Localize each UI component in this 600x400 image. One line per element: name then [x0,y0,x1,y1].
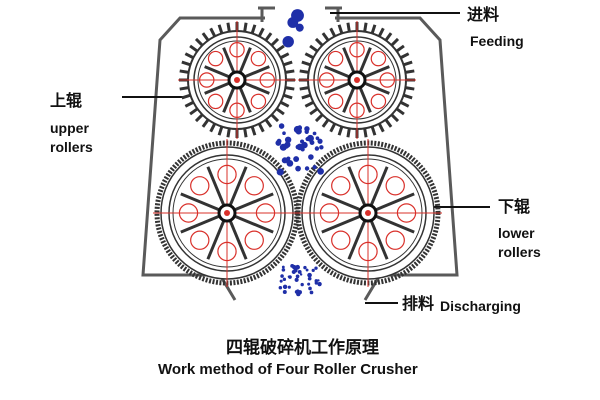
material-particle [282,284,288,290]
material-particle [291,9,304,22]
material-particle [287,275,291,278]
caption-en: Work method of Four Roller Crusher [158,361,418,378]
discharging-label-en: Discharging [440,298,521,314]
material-particle [281,265,285,269]
lower-right-roller [294,139,442,287]
upper-label-cn: 上辊 [50,91,83,110]
material-particle [294,277,299,282]
material-particle [307,272,312,278]
material-particle [282,131,286,136]
feeding-label-cn: 进料 [467,5,500,24]
material-particle [295,144,301,150]
material-particle [299,273,303,276]
material-particle [312,165,317,170]
material-particle [282,289,287,294]
material-particle [282,35,294,48]
material-particle [275,140,282,146]
material-particle [295,23,304,32]
upper-label-en1: upper [50,120,89,136]
material-particle [286,159,294,167]
upper-left-roller [178,21,296,139]
material-particle [295,264,300,270]
material-particle [311,268,315,272]
material-particle [312,131,317,136]
material-particle [281,268,286,272]
material-particle [319,145,324,150]
material-particle [280,274,284,278]
material-particle [282,277,287,282]
material-particle [295,165,301,172]
material-particle [291,264,295,268]
material-particle [278,285,283,290]
upper-label-en2: rollers [50,139,93,155]
material-particle [304,166,310,171]
material-particle [304,129,309,135]
material-particle [315,136,320,141]
material-particle [307,282,311,286]
material-particle [308,286,312,291]
material-particle [314,281,318,285]
material-particle [308,154,314,160]
material-particle [314,146,320,151]
material-particle [317,167,324,175]
material-particle [318,283,322,287]
material-particle [287,285,291,289]
material-particle [294,289,299,294]
material-particle [293,156,300,163]
material-particle [291,269,296,275]
material-particle [306,134,314,142]
material-particle [314,266,318,270]
material-particle [307,276,312,281]
material-particle [317,279,320,282]
lower-label-en2: rollers [498,244,541,260]
material-particle [305,268,309,272]
caption-cn: 四辊破碎机工作原理 [226,338,379,358]
material-particle [317,138,323,144]
feeding-label-en: Feeding [470,33,524,49]
material-particle [284,141,291,148]
material-particle [279,169,284,174]
material-particle [281,157,288,164]
lower-label-en1: lower [498,225,535,241]
material-particle [284,136,292,144]
material-particle [278,123,285,129]
material-particle [297,125,302,131]
material-particle [279,279,283,283]
material-particle [309,290,314,295]
upper-right-roller [298,21,416,139]
material-particle [300,282,304,287]
material-particle [303,265,307,270]
material-particle [295,274,300,279]
lower-label-cn: 下辊 [498,197,531,216]
lower-left-roller [153,139,301,287]
discharging-label-cn: 排料 [402,294,435,313]
material-particle [297,269,302,274]
